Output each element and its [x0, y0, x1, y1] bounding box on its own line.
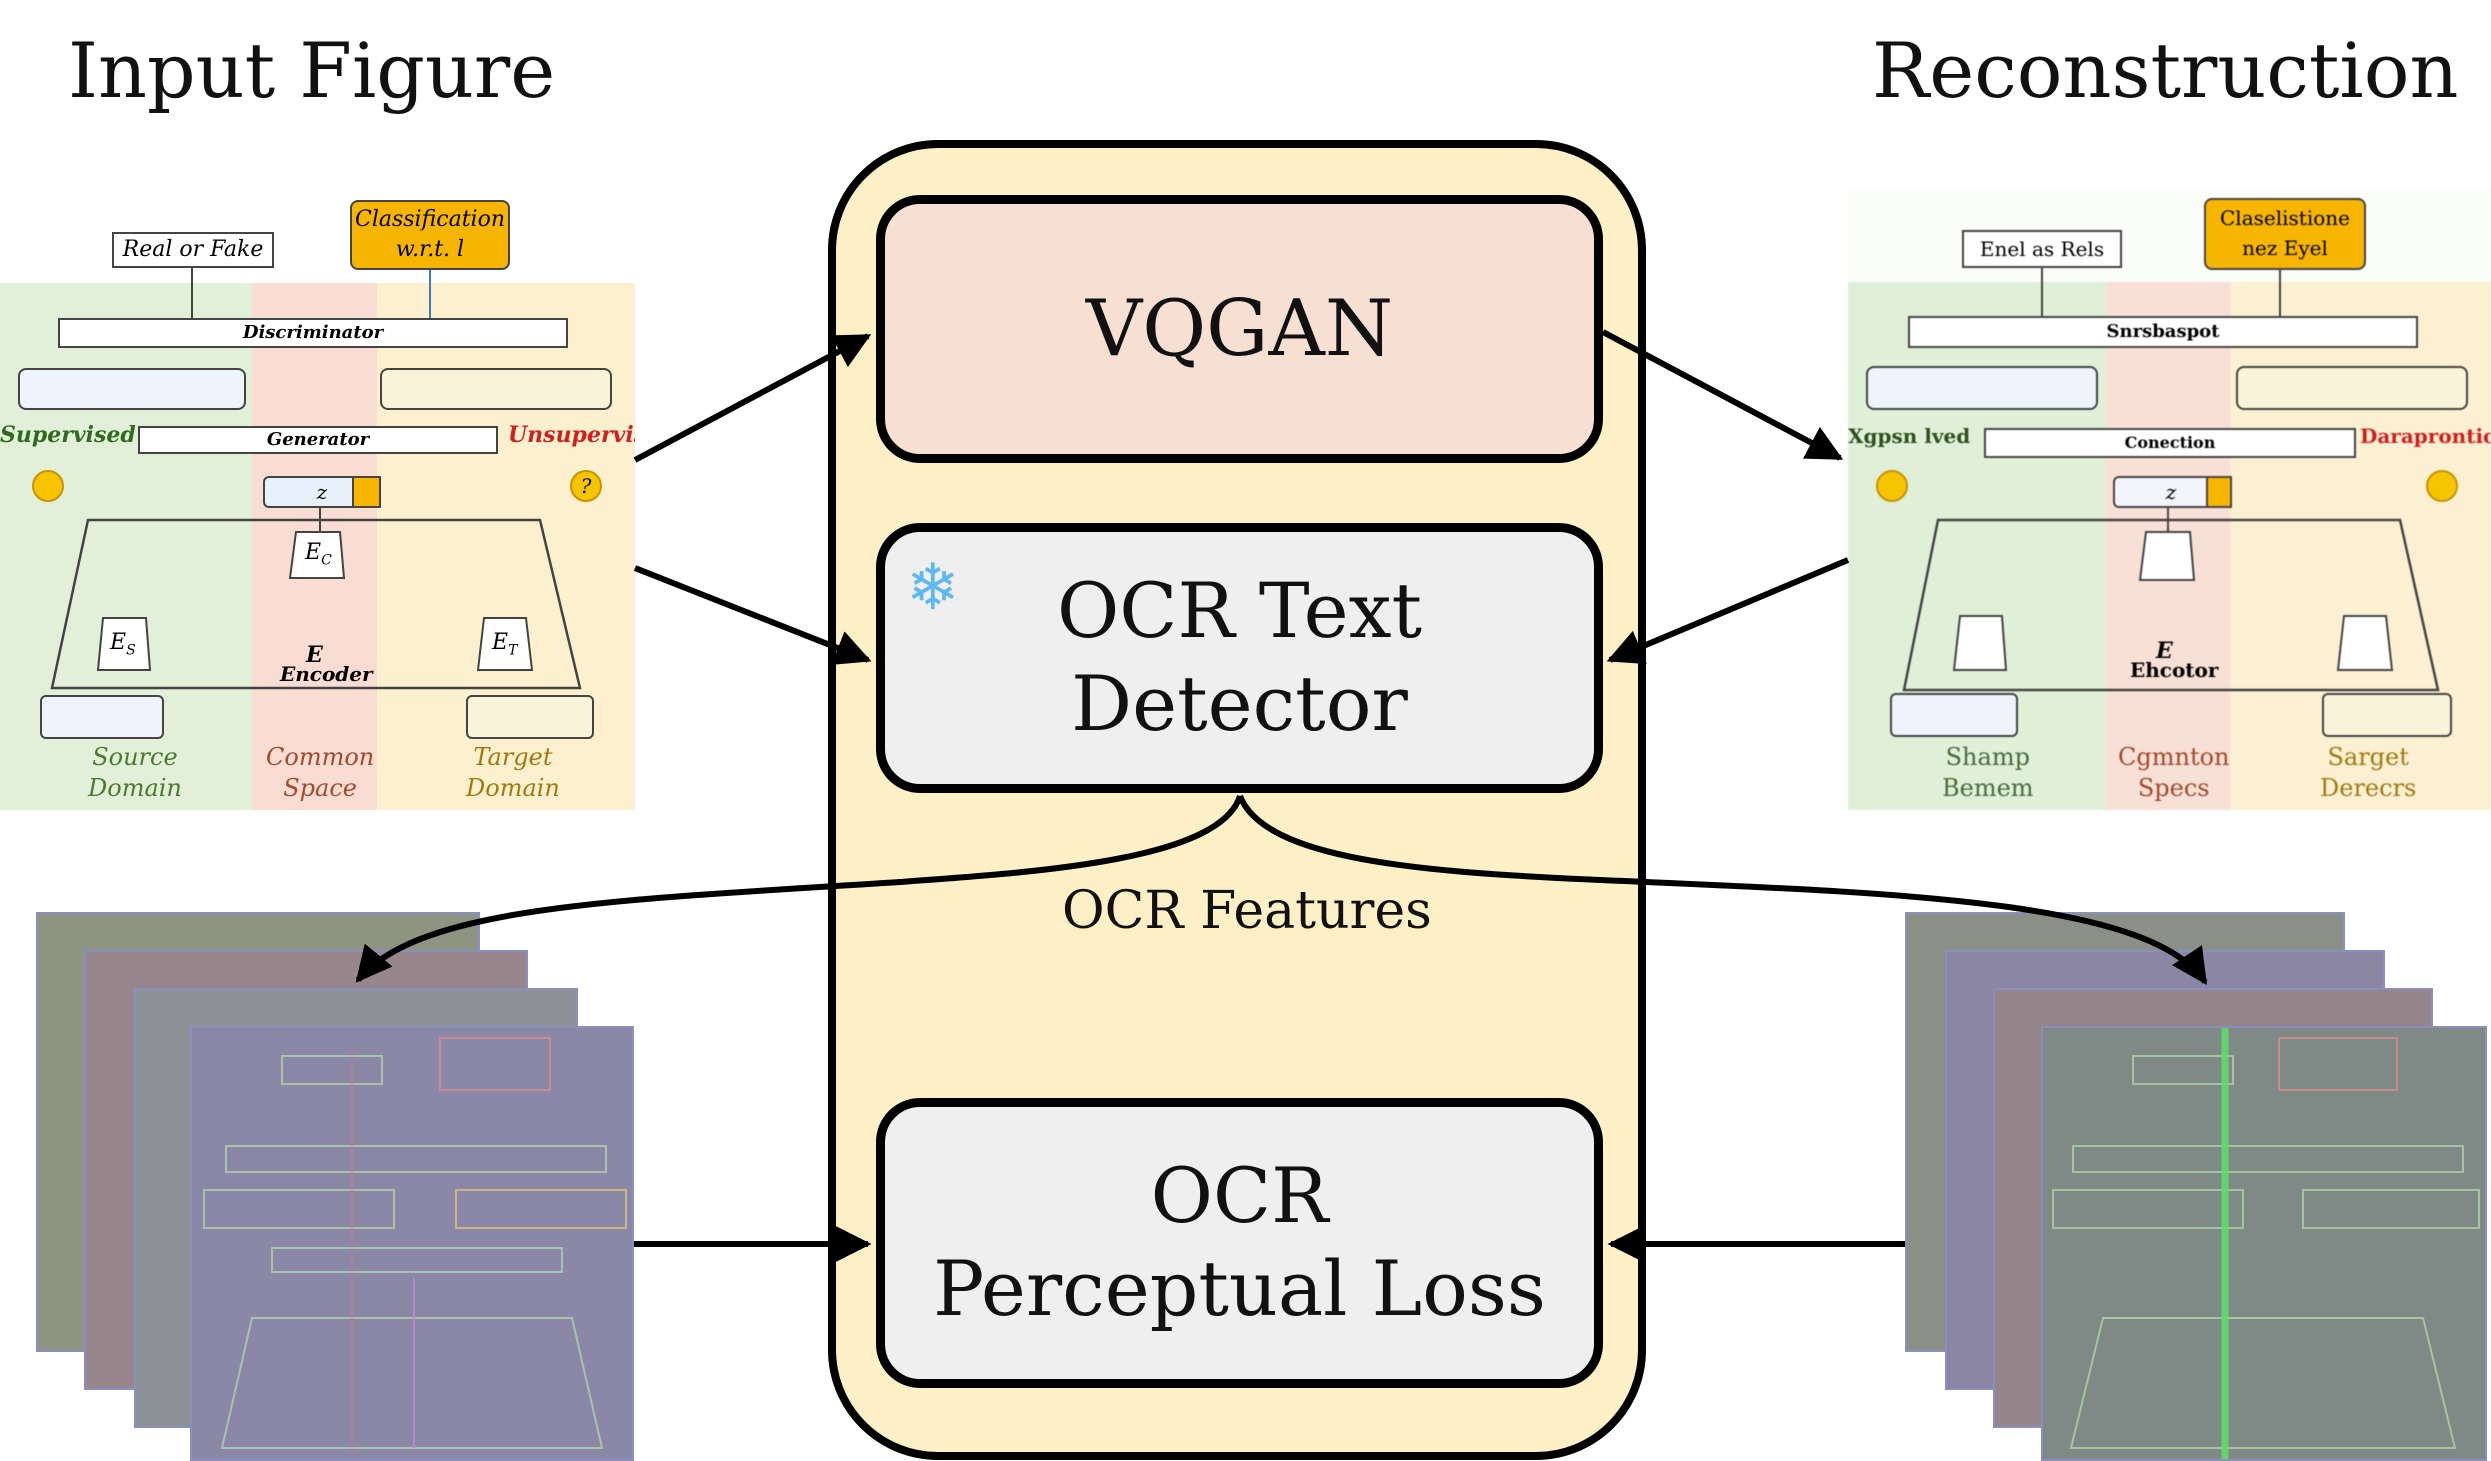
- target-input-box: [466, 695, 594, 739]
- unsupervised-label: Unsupervised: [508, 422, 635, 448]
- input-feature-map-4: [190, 1026, 634, 1461]
- source-input-box: [40, 695, 164, 739]
- real-or-fake-text: Real or Fake: [122, 237, 264, 262]
- input-figure-heading: Input Figure: [68, 26, 556, 115]
- et-text: E: [492, 630, 509, 655]
- recon-encoder-label: Ehcotor: [2130, 658, 2219, 682]
- recon-label-l-box: [2206, 476, 2232, 508]
- recon-generator-text: Conection: [2124, 433, 2216, 452]
- features-to-recon-map-arrow: [1237, 794, 2208, 985]
- input-to-detector-arrow: [633, 565, 872, 665]
- generator-text: Generator: [266, 429, 370, 450]
- recon-source-label-circle: [1876, 470, 1908, 502]
- recon-unsupervised-label: Daraprontion: [2360, 424, 2491, 448]
- input-to-vqgan-arrow: [633, 333, 872, 463]
- reconstruction-heading: Reconstruction: [1872, 26, 2459, 115]
- et-label: ET: [492, 630, 518, 659]
- recon-real-or-fake-box: Enel as Rels: [1962, 230, 2122, 268]
- recon-target-domain-label: Sarget Derecrs: [2320, 743, 2417, 802]
- real-or-fake-box: Real or Fake: [112, 232, 274, 268]
- generator-box: Generator: [138, 426, 498, 454]
- vqgan-to-recon-arrow: [1601, 329, 1844, 461]
- recon-feature-map-4: [2041, 1026, 2487, 1461]
- target-domain-label: Target Domain: [466, 743, 560, 802]
- recon-classification-text: Claselistione: [2220, 206, 2350, 230]
- latent-z-text: z: [316, 480, 328, 504]
- ocr-features-label: OCR Features: [1062, 881, 1432, 941]
- ocr-perceptual-loss-label: OCR Perceptual Loss: [933, 1151, 1546, 1333]
- input-feature-map-edges: [203, 1037, 627, 1458]
- discriminator-box: Discriminator: [58, 318, 568, 348]
- classification-sub-text: w.r.t. l: [395, 237, 465, 262]
- ec-text: E: [305, 540, 322, 565]
- source-label-circle: [32, 470, 64, 502]
- features-to-input-map-arrow: [355, 794, 1243, 983]
- recon-feature-map-edges: [2052, 1028, 2480, 1459]
- supervised-label: Supervised: [0, 422, 136, 448]
- recon-real-or-fake-text: Enel as Rels: [1979, 237, 2105, 261]
- recon-classification-sub-text: nez Eyel: [2242, 236, 2328, 260]
- unknown-label-circle: ?: [570, 470, 602, 502]
- recon-supervised-label: Xgpsn lved: [1848, 424, 1971, 448]
- recon-target-samples-box: [2236, 366, 2468, 410]
- classification-box: Classification w.r.t. l: [350, 200, 510, 270]
- vqgan-label: VQGAN: [1085, 284, 1394, 374]
- recon-encoder-trapezoid: [1902, 268, 2440, 692]
- ec-label: EC: [305, 540, 332, 569]
- encoder-trapezoid: [50, 268, 582, 690]
- recon-classification-box: Claselistione nez Eyel: [2204, 198, 2366, 270]
- ocr-text-detector-module: OCR Text Detector: [876, 523, 1603, 793]
- recon-encoder-letter: E: [2156, 638, 2173, 664]
- question-text: ?: [580, 474, 592, 498]
- snowflake-icon: ❄: [906, 551, 960, 625]
- recon-generator-box: Conection: [1984, 428, 2356, 458]
- recon-source-samples-box: [1866, 366, 2098, 410]
- encoder-letter: E: [306, 642, 323, 668]
- recon-discriminator-text: Snrsbaspot: [2106, 321, 2220, 342]
- source-samples-box: [18, 368, 246, 410]
- recon-discriminator-box: Snrsbaspot: [1908, 316, 2418, 348]
- ocr-perceptual-loss-module: OCR Perceptual Loss: [876, 1098, 1603, 1388]
- input-figure-thumbnail: Real or Fake Classification w.r.t. l Disc…: [0, 190, 635, 810]
- target-samples-box: [380, 368, 612, 410]
- classification-text: Classification: [354, 207, 505, 232]
- encoder-label: Encoder: [280, 662, 373, 686]
- vqgan-module: VQGAN: [876, 195, 1603, 463]
- recon-source-input-box: [1890, 693, 2018, 737]
- es-text: E: [110, 630, 127, 655]
- es-label: ES: [110, 630, 136, 659]
- label-l-box: [352, 476, 381, 508]
- reconstruction-thumbnail: Enel as Rels Claselistione nez Eyel Snrsb…: [1848, 190, 2491, 810]
- recon-target-input-box: [2322, 693, 2452, 737]
- recon-latent-z-text: z: [2165, 480, 2177, 504]
- recon-common-space-label: Cgmnton Specs: [2118, 743, 2230, 802]
- discriminator-text: Discriminator: [242, 322, 384, 343]
- recon-to-detector-arrow: [1606, 557, 1850, 665]
- recon-source-domain-label: Shamp Bemem: [1942, 743, 2034, 802]
- common-space-label: Common Space: [266, 743, 375, 802]
- recon-unknown-label-circle: [2426, 470, 2458, 502]
- ocr-text-detector-label: OCR Text Detector: [1056, 566, 1422, 748]
- source-domain-label: Source Domain: [88, 743, 182, 802]
